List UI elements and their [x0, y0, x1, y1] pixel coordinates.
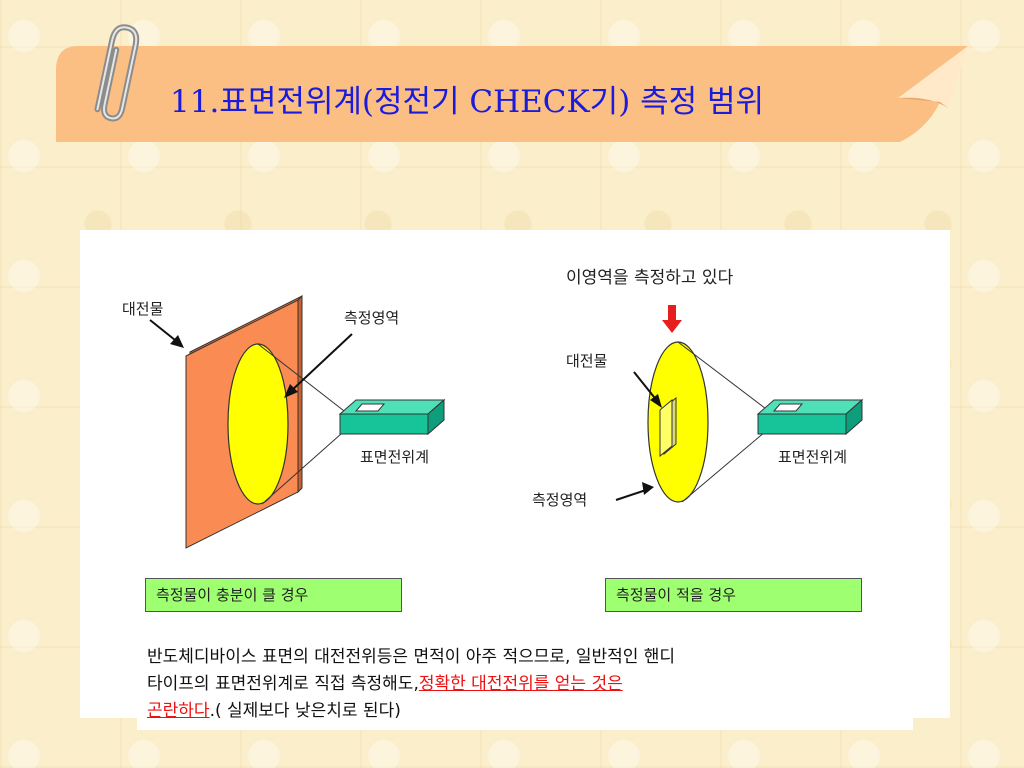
right-meter-label: 표면전위계 [774, 446, 852, 467]
red-down-arrow-icon [662, 305, 682, 333]
left-object-label: 대전물 [118, 298, 168, 319]
right-area-label: 측정영역 [528, 489, 592, 510]
explanation-emphasis-end: 곤란하다 [147, 701, 210, 721]
explanation-line-2: 타이프의 표면전위계로 직접 측정해도,정확한 대전전위를 얻는 것은 [147, 671, 905, 698]
left-caption: 측정물이 충분이 클 경우 [145, 578, 402, 612]
right-caption: 측정물이 적을 경우 [605, 578, 862, 612]
title-banner [56, 24, 968, 142]
measurement-area-ellipse [227, 343, 289, 505]
surface-voltmeter [338, 398, 446, 436]
right-diagram [615, 305, 864, 503]
explanation-line-1: 반도체디바이스 표면의 대전전위등은 면적이 아주 적으므로, 일반적인 핸디 [147, 647, 676, 667]
slide-title: 11.표면전위계(정전기 CHECK기) 측정 범위 [170, 84, 765, 120]
explanation-line-2-plain: 타이프의 표면전위계로 직접 측정해도, [147, 674, 419, 694]
explanation-emphasis: 정확한 대전전위를 얻는 것은 [418, 674, 623, 694]
surface-voltmeter-right [756, 398, 864, 436]
charged-plate-side [297, 294, 303, 494]
left-area-label: 측정영역 [340, 307, 404, 328]
paperclip-icon [94, 24, 140, 122]
measurement-area-ellipse-right [647, 341, 709, 503]
left-diagram [149, 294, 446, 549]
explanation-line-3-plain: .( 실제보다 낮은치로 된다) [209, 701, 401, 721]
right-object-label: 대전물 [562, 350, 612, 371]
explanation-text: 반도체디바이스 표면의 대전전위등은 면적이 아주 적으므로, 일반적인 핸디 … [137, 640, 913, 730]
right-top-note: 이영역을 측정하고 있다 [562, 263, 738, 288]
explanation-line-3: 곤란하다.( 실제보다 낮은치로 된다) [147, 698, 905, 725]
left-meter-label: 표면전위계 [356, 446, 434, 467]
